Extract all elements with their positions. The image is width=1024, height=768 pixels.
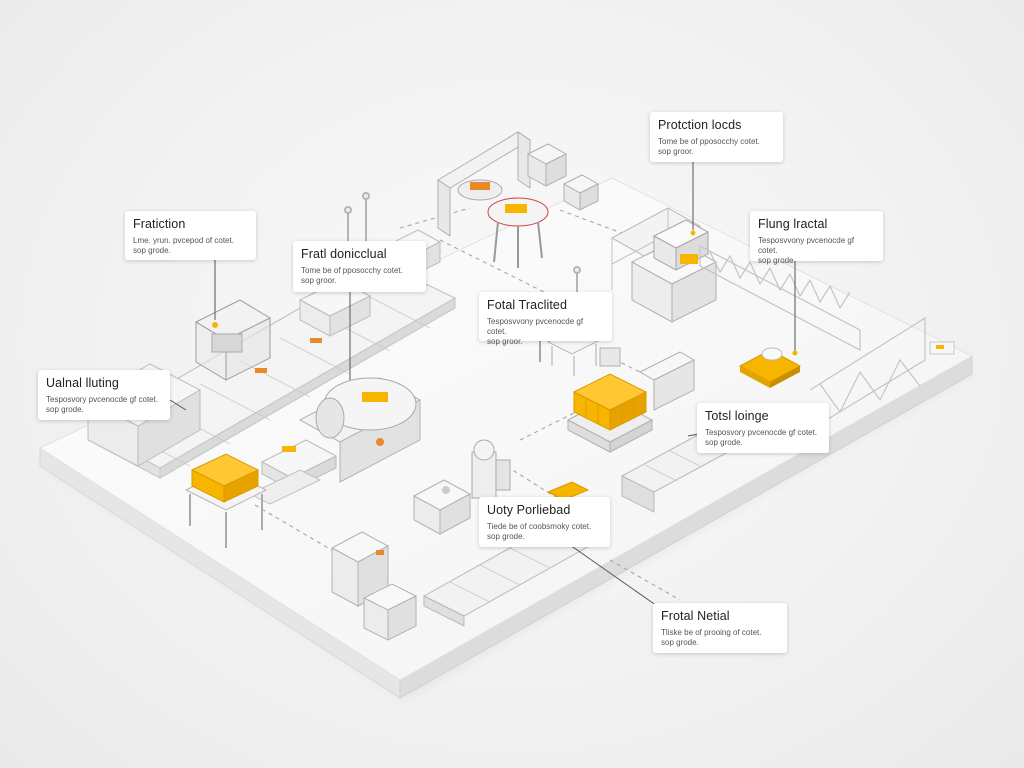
callout-text: Tesposvvony pvcenocde gf cotet. sop groo… (487, 317, 584, 346)
callout-title: Uoty Porliebad (487, 503, 571, 517)
glass-enclosure-cabinet (194, 299, 272, 381)
callout-title: Fratl donicclual (301, 247, 387, 261)
platform (38, 177, 974, 699)
callout-text: Tesposvvony pvcenocde gf cotet. sop grod… (758, 236, 855, 265)
callout-text: Tome be of pposocchy cotet. sop groor. (658, 137, 760, 156)
callout-uoty-porliebad: Uoty Porliebad Tiede be of coobsmoky cot… (479, 497, 610, 547)
callout-title: Protction locds (658, 118, 742, 132)
yellow-crate-station (566, 351, 696, 453)
callout-title: Frotal Netial (661, 609, 730, 623)
callout-flung-lractal: Flung lractal Tesposvvony pvcenocde gf c… (750, 211, 883, 265)
fenced-station (610, 207, 718, 323)
round-work-table (487, 197, 549, 268)
middle-conveyor (248, 439, 338, 505)
callout-title: Ualnal lluting (46, 376, 119, 390)
truss-railing (699, 245, 926, 431)
callout-anchor-dots (212, 230, 798, 356)
callout-text: Tesposvory pvcenocde gf cotet. sop grode… (46, 395, 159, 414)
gantry-frame (437, 131, 531, 237)
inspection-machines (330, 479, 472, 641)
flow-path-lines (254, 207, 681, 601)
callout-title: Flung lractal (758, 217, 828, 231)
callout-text: Tome be of pposocchy cotet. sop groor. (301, 266, 403, 285)
callout-title: Totsl loinge (705, 409, 769, 423)
callout-text: Tesposvory pvcenocde gf cotet. sop grode… (705, 428, 818, 447)
callout-totsl-loinge: Totsl loinge Tesposvory pvcenocde gf cot… (697, 403, 829, 453)
callout-fratiction: Fratiction Lme. yrun. pvcepod of cotet. … (125, 211, 256, 260)
mixer-tank (298, 377, 422, 483)
callout-title: Fratiction (133, 217, 186, 231)
yellow-pallet-cart (738, 341, 955, 388)
storage-carts (526, 143, 600, 211)
callout-text: Lme. yrun. pvcepod of cotet. sop grode. (133, 236, 234, 255)
callout-title: Fotal Traclited (487, 298, 568, 312)
yellow-crate-on-stand (184, 453, 268, 548)
callout-fratl-donicclual: Fratl donicclual Tome be of pposocchy co… (293, 241, 426, 292)
callout-protection-locds: Protction locds Tome be of pposocchy cot… (650, 112, 783, 162)
callout-fotal-traclited: Fotal Traclited Tesposvvony pvcenocde gf… (479, 292, 612, 346)
callout-frotal-netial: Frotal Netial Tliske be of prooing of co… (653, 603, 787, 653)
callout-text: Tliske be of prooing of cotet. sop grode… (661, 628, 762, 647)
callout-ualnal-lluting: Ualnal lluting Tesposvory pvcenocde gf c… (38, 370, 170, 420)
callout-text: Tiede be of coobsmoky cotet. sop grode. (487, 522, 592, 541)
